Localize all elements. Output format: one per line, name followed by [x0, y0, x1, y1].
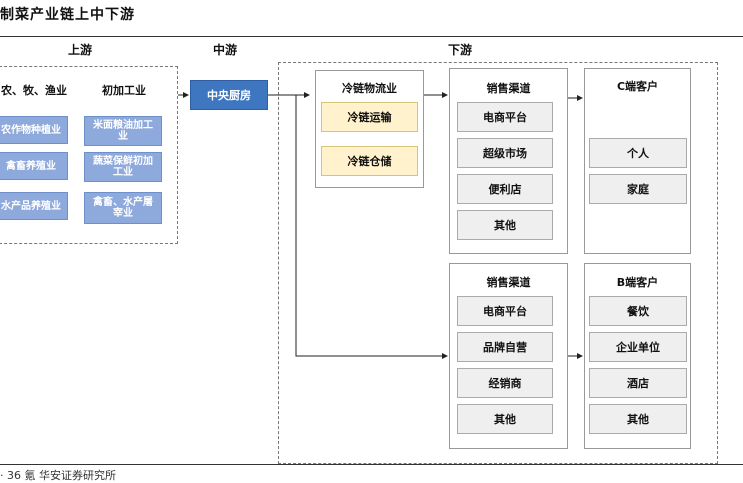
channels-b-header: 销售渠道: [486, 276, 531, 289]
agri-item-crops: 农作物种植业: [0, 116, 68, 144]
central-kitchen: 中央厨房: [190, 80, 268, 110]
agri-header: 农、牧、渔业: [1, 84, 67, 97]
processing-item-grain: 米面粮油加工业: [84, 116, 162, 146]
channels-b-item-brand-store: 品牌自营: [457, 332, 553, 362]
channels-b-item-distributor: 经销商: [457, 368, 553, 398]
customers-c-item-family: 家庭: [589, 174, 687, 204]
channels-b-item-ecommerce: 电商平台: [457, 296, 553, 326]
customers-b-item-hotel: 酒店: [589, 368, 687, 398]
customers-c-item-individual: 个人: [589, 138, 687, 168]
agri-item-livestock: 禽畜养殖业: [0, 152, 68, 180]
cold-chain-header: 冷链物流业: [342, 82, 397, 95]
page-title: 制菜产业链上中下游: [0, 7, 135, 23]
channels-c-header: 销售渠道: [486, 82, 531, 95]
processing-item-slaughter: 禽畜、水产屠宰业: [84, 192, 162, 224]
customers-b-header: B端客户: [616, 276, 659, 289]
processing-item-vegetable: 蔬菜保鲜初加工业: [84, 152, 162, 182]
stage-midstream: 中游: [212, 43, 237, 57]
channels-c-item-other: 其他: [457, 210, 553, 240]
cold-chain-transport: 冷链运输: [321, 102, 418, 132]
arrow-kitchen-to-channels-b: [295, 95, 448, 359]
agri-item-aquaculture: 水产品养殖业: [0, 192, 68, 220]
stage-upstream: 上游: [67, 43, 92, 57]
channels-b-item-other: 其他: [457, 404, 553, 434]
source-footer: · 36 氪 华安证券研究所: [0, 469, 116, 482]
customers-b-item-catering: 餐饮: [589, 296, 687, 326]
top-rule: [0, 36, 743, 37]
cold-chain-storage: 冷链仓储: [321, 146, 418, 176]
processing-header: 初加工业: [102, 84, 146, 97]
channels-c-item-ecommerce: 电商平台: [457, 102, 553, 132]
customers-c-header: C端客户: [616, 80, 659, 93]
customers-b-item-other: 其他: [589, 404, 687, 434]
channels-c-item-convenience: 便利店: [457, 174, 553, 204]
bottom-rule: [0, 464, 743, 465]
channels-c-item-supermarket: 超级市场: [457, 138, 553, 168]
customers-b-item-enterprise: 企业单位: [589, 332, 687, 362]
stage-downstream: 下游: [447, 43, 472, 57]
